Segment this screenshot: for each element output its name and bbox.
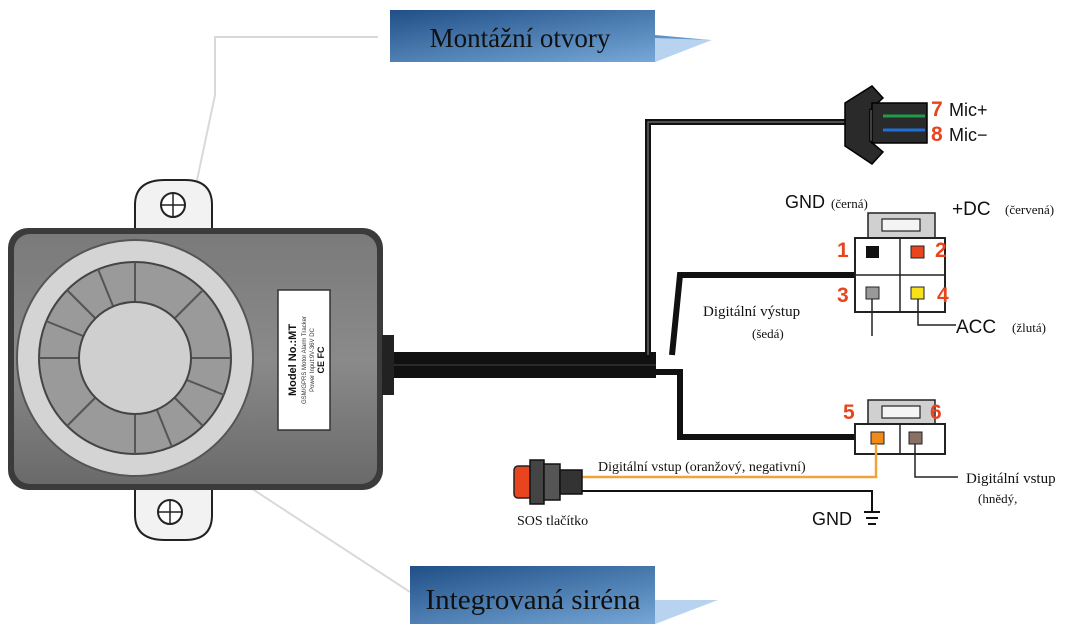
gnd-label: GND bbox=[785, 192, 825, 212]
device-description-text: GSM/GPRS Motor Alarm Tracker bbox=[302, 316, 308, 404]
acc-color-label: (žlutá) bbox=[1012, 320, 1046, 335]
sos-ground-wire bbox=[580, 490, 873, 512]
harness-wires bbox=[645, 119, 856, 440]
pin-5-number: 5 bbox=[843, 401, 855, 424]
acc-label: ACC bbox=[956, 317, 996, 338]
callout-mounting-holes: Montážní otvory bbox=[390, 10, 712, 62]
pin-1-number: 1 bbox=[837, 239, 849, 262]
pin-6-number: 6 bbox=[930, 401, 942, 424]
pin-7-number: 7 bbox=[931, 98, 943, 121]
pin-2-number: 2 bbox=[935, 239, 947, 262]
dc-color-label: (červená) bbox=[1005, 202, 1054, 217]
mounting-holes-leader bbox=[195, 36, 378, 186]
pin-4-number: 4 bbox=[937, 284, 949, 307]
power-connector: 1 2 3 4 GND (černá) +DC (červená) Digitá… bbox=[703, 192, 1054, 341]
device-label-plate: Model No.:MT GSM/GPRS Motor Alarm Tracke… bbox=[277, 289, 331, 431]
digital-input-5-label: Digitální vstup (oranžový, negativní) bbox=[598, 460, 806, 475]
digital-output-color: (šedá) bbox=[752, 326, 784, 341]
device-model-text: Model No.:MT bbox=[287, 324, 299, 396]
pin-5-orange bbox=[870, 431, 885, 445]
sos-button-icon bbox=[513, 459, 583, 505]
pin-2-red bbox=[910, 245, 925, 259]
device-power-text: Power Input:9V-36V DC bbox=[310, 327, 316, 391]
mounting-tab-bottom bbox=[134, 482, 213, 541]
callout-siren: Integrovaná siréna bbox=[410, 566, 718, 624]
digital-output-label: Digitální výstup bbox=[703, 304, 800, 320]
pin-3-number: 3 bbox=[837, 284, 849, 307]
pin-4-yellow bbox=[910, 286, 925, 300]
device-marks-text: CE FC bbox=[316, 346, 326, 374]
siren-speaker bbox=[16, 239, 254, 477]
callout-mounting-holes-text: Montážní otvory bbox=[430, 23, 611, 53]
input-connector: 5 6 Digitální vstup (hnědý, bbox=[843, 399, 1056, 506]
digital-input-6-label: Digitální vstup bbox=[966, 471, 1056, 487]
dc-label: +DC bbox=[952, 199, 991, 220]
mic-minus-label: Mic− bbox=[949, 125, 988, 145]
mic-plus-label: Mic+ bbox=[949, 100, 988, 120]
tracker-device: Model No.:MT GSM/GPRS Motor Alarm Tracke… bbox=[8, 228, 394, 490]
pin-8-number: 8 bbox=[931, 123, 943, 146]
callout-siren-text: Integrovaná siréna bbox=[426, 584, 641, 616]
pin-6-brown bbox=[908, 431, 923, 445]
orange-input-wire bbox=[580, 444, 878, 479]
pin-3-grey bbox=[865, 286, 880, 300]
mounting-tab-top bbox=[134, 179, 213, 233]
digital-input-6-color: (hnědý, bbox=[978, 491, 1017, 506]
main-cable bbox=[394, 352, 656, 378]
ground-symbol-icon bbox=[864, 511, 880, 525]
sos-button-label: SOS tlačítko bbox=[517, 514, 588, 529]
gnd-color-label: (černá) bbox=[831, 196, 868, 211]
pin-1-black bbox=[866, 246, 879, 258]
sos-gnd-label: GND bbox=[812, 509, 852, 529]
mic-connector: 7 Mic+ 8 Mic− bbox=[844, 85, 988, 165]
